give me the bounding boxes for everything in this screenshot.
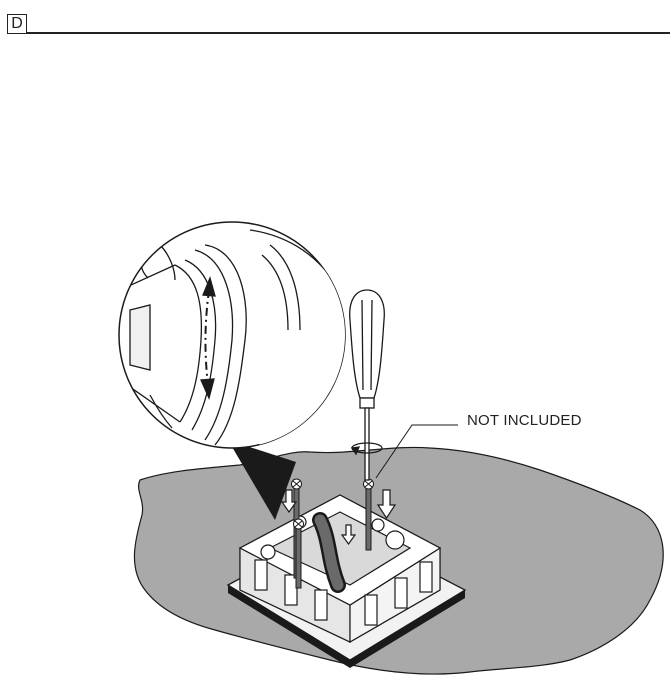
callout-leader [375, 424, 458, 479]
header-rule [27, 32, 670, 34]
detail-circle [118, 221, 346, 449]
screwdriver-icon [349, 289, 385, 481]
magnifier-wedge [228, 440, 296, 520]
rotation-arrow-icon [350, 442, 383, 456]
plate-shadow [228, 585, 465, 668]
screw-front [293, 518, 304, 589]
not-included-label: NOT INCLUDED [467, 412, 582, 429]
mounting-box [238, 494, 442, 644]
down-arrow-icon [280, 489, 397, 546]
step-label: D [7, 14, 27, 34]
